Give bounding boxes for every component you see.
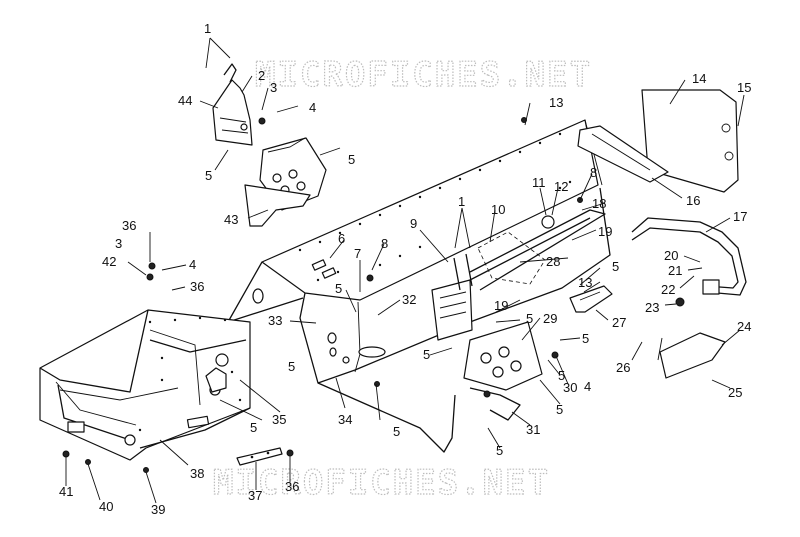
lower-bracket-31 xyxy=(463,321,543,421)
callout-29: 29 xyxy=(543,311,557,326)
pedal-bracket-43 xyxy=(244,137,327,227)
callout-35: 35 xyxy=(272,412,286,427)
callout-20: 20 xyxy=(664,248,678,263)
callout-38: 38 xyxy=(190,466,204,481)
callout-19a: 19 xyxy=(598,224,612,239)
callout-23: 23 xyxy=(645,300,659,315)
callout-8b: 8 xyxy=(381,236,388,251)
callout-43: 43 xyxy=(224,212,238,227)
callout-5b: 5 xyxy=(348,152,355,167)
callout-4b: 4 xyxy=(189,257,196,272)
callout-31: 31 xyxy=(526,422,540,437)
callout-18: 18 xyxy=(592,196,606,211)
callout-27: 27 xyxy=(612,315,626,330)
callout-10: 10 xyxy=(491,202,505,217)
callout-13b: 13 xyxy=(578,275,592,290)
main-frame-tunnel xyxy=(227,119,611,453)
callout-24: 24 xyxy=(737,319,751,334)
callout-13a: 13 xyxy=(549,95,563,110)
callout-3b: 3 xyxy=(115,236,122,251)
callout-2: 2 xyxy=(258,68,265,83)
callout-17: 17 xyxy=(733,209,747,224)
callout-19b: 19 xyxy=(494,298,508,313)
callout-9: 9 xyxy=(410,216,417,231)
leader-lines xyxy=(65,37,745,504)
callout-40: 40 xyxy=(99,499,113,514)
callout-25: 25 xyxy=(728,385,742,400)
footrest-24 xyxy=(659,332,726,379)
callout-5g: 5 xyxy=(423,347,430,362)
callout-7: 7 xyxy=(354,246,361,261)
callout-41: 41 xyxy=(59,484,73,499)
callout-5h: 5 xyxy=(558,368,565,383)
callout-5e: 5 xyxy=(526,311,533,326)
floor-pan-38 xyxy=(39,309,251,461)
callout-16: 16 xyxy=(686,193,700,208)
callout-33: 33 xyxy=(268,313,282,328)
callout-37: 37 xyxy=(248,488,262,503)
bracket-27 xyxy=(569,285,613,313)
callout-21: 21 xyxy=(668,263,682,278)
watermark-top: MICROFICHES.NET xyxy=(255,55,592,95)
grab-bar-17 xyxy=(631,217,747,296)
callout-36b: 36 xyxy=(190,279,204,294)
callout-3a: 3 xyxy=(270,80,277,95)
callout-39: 39 xyxy=(151,502,165,517)
callout-26: 26 xyxy=(616,360,630,375)
callout-5c: 5 xyxy=(335,281,342,296)
callout-5d: 5 xyxy=(612,259,619,274)
callout-5f: 5 xyxy=(582,331,589,346)
callout-6: 6 xyxy=(338,231,345,246)
callout-1b: 1 xyxy=(458,194,465,209)
callout-5m: 5 xyxy=(250,420,257,435)
console-plate xyxy=(431,209,606,341)
callout-12: 12 xyxy=(554,179,568,194)
rear-bracket-16 xyxy=(577,125,669,183)
upper-bracket-44 xyxy=(212,63,266,146)
callout-1a: 1 xyxy=(204,21,211,36)
callout-15: 15 xyxy=(737,80,751,95)
callout-32: 32 xyxy=(402,292,416,307)
callout-28: 28 xyxy=(546,254,560,269)
callout-5l: 5 xyxy=(496,443,503,458)
callout-36c: 36 xyxy=(285,479,299,494)
callout-22: 22 xyxy=(661,282,675,297)
callout-8a: 8 xyxy=(590,165,597,180)
callout-42: 42 xyxy=(102,254,116,269)
callout-14: 14 xyxy=(692,71,706,86)
callout-30: 30 xyxy=(563,380,577,395)
callout-5a: 5 xyxy=(205,168,212,183)
watermark-bottom: MICROFICHES.NET xyxy=(213,463,550,503)
callout-11: 11 xyxy=(532,175,546,190)
callout-34: 34 xyxy=(338,412,352,427)
callout-44: 44 xyxy=(178,93,192,108)
callout-5k: 5 xyxy=(393,424,400,439)
bracket-37 xyxy=(236,447,283,466)
callout-5j: 5 xyxy=(288,359,295,374)
callout-4c: 4 xyxy=(584,379,591,394)
callout-4a: 4 xyxy=(309,100,316,115)
callout-36a: 36 xyxy=(122,218,136,233)
callout-5i: 5 xyxy=(556,402,563,417)
callout-labels: 1 2 3 4 44 5 5 43 13 14 15 16 8 11 12 18… xyxy=(59,21,751,517)
